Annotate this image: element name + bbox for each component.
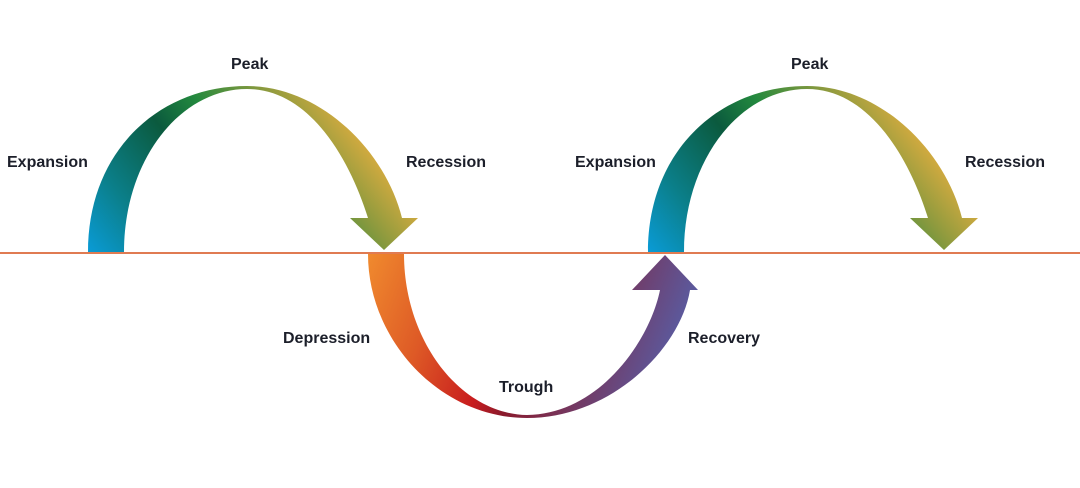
label-expansion-1: Expansion <box>7 154 88 171</box>
label-depression: Depression <box>283 330 371 347</box>
label-expansion-2: Expansion <box>575 154 656 171</box>
expansion-recession-arrow-2 <box>648 86 978 252</box>
expansion-recession-arrow-1 <box>88 86 418 252</box>
label-peak-2: Peak <box>791 56 829 73</box>
depression-recovery-arrow <box>368 254 698 418</box>
label-recession-1: Recession <box>406 154 487 171</box>
label-trough: Trough <box>499 379 554 396</box>
label-peak-1: Peak <box>231 56 269 73</box>
label-recession-2: Recession <box>965 154 1046 171</box>
label-recovery: Recovery <box>688 330 761 347</box>
